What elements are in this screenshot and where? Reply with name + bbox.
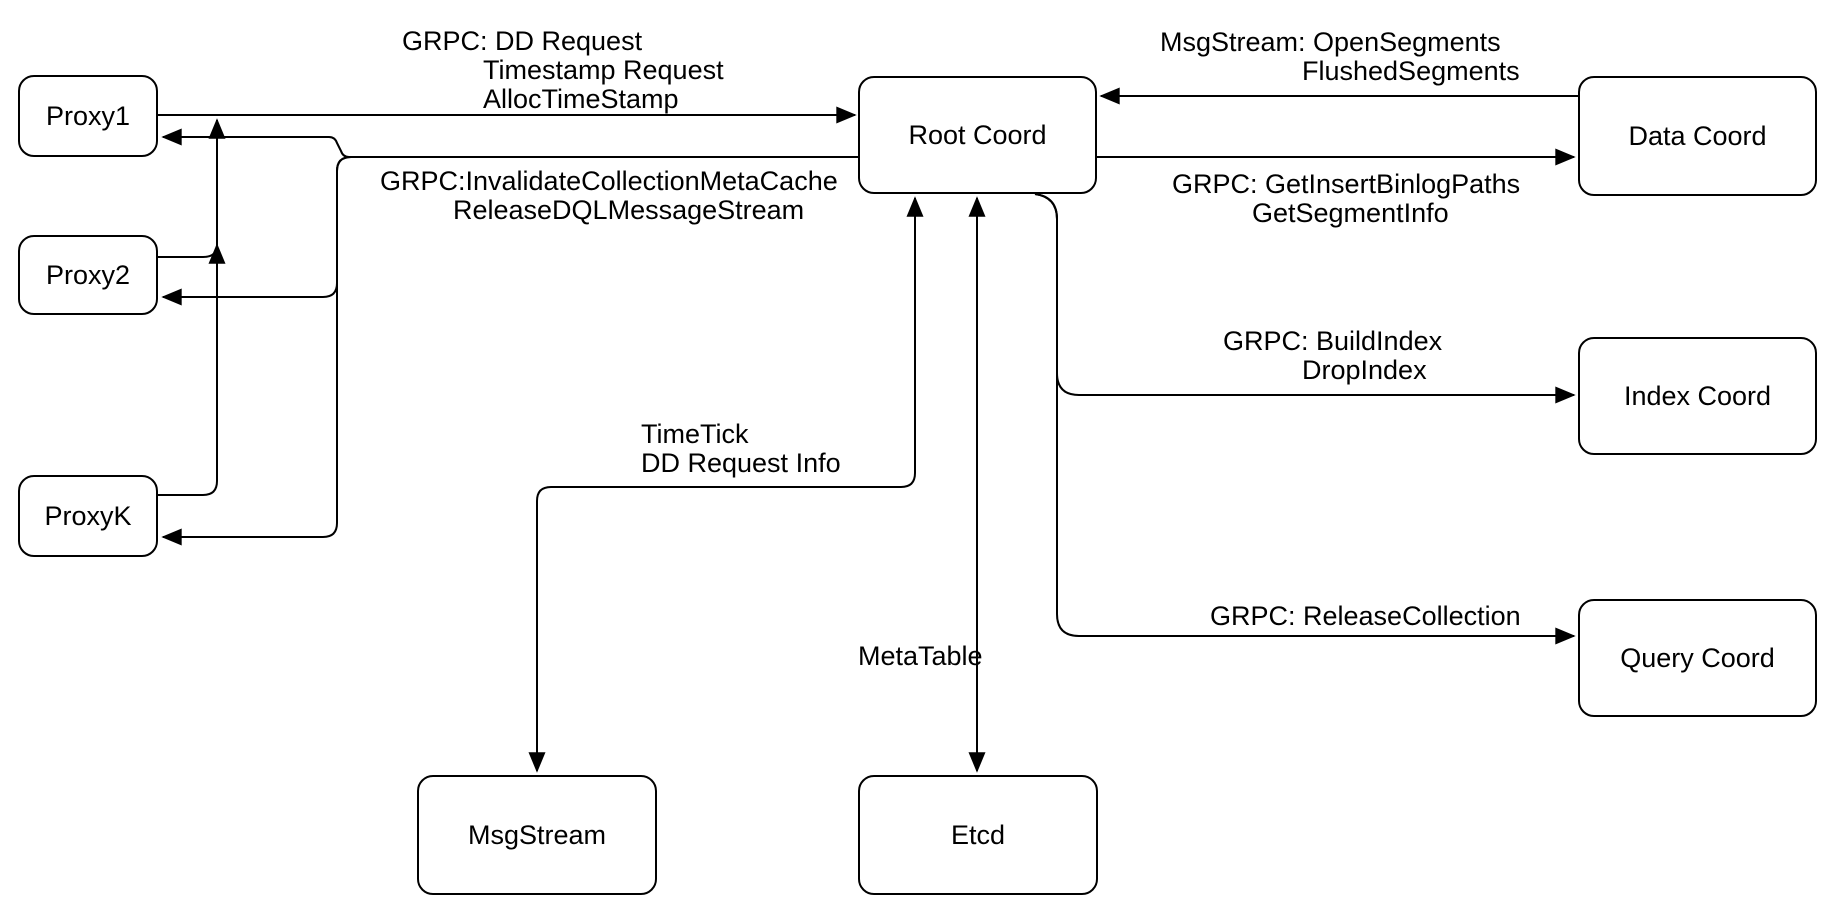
- node-msg-stream: MsgStream: [417, 775, 657, 895]
- node-proxy1: Proxy1: [18, 75, 158, 157]
- node-index-coord: Index Coord: [1578, 337, 1817, 455]
- edge-label-line: FlushedSegments: [1302, 56, 1520, 86]
- edge-label-line: GRPC: BuildIndex: [1223, 326, 1443, 356]
- node-label: Data Coord: [1628, 120, 1767, 151]
- edges-group: [158, 87, 1578, 773]
- edge-label-line: GRPC: DD Request: [402, 26, 643, 56]
- node-label: Proxy2: [45, 259, 131, 290]
- label-metatable: MetaTable: [858, 642, 983, 671]
- node-data-coord: Data Coord: [1578, 76, 1817, 196]
- edge-root-msgstream-timetick: [528, 196, 924, 773]
- node-label: Etcd: [950, 819, 1006, 850]
- edge-label-line: DropIndex: [1302, 355, 1427, 385]
- node-root-coord: Root Coord: [858, 76, 1097, 194]
- node-label: MsgStream: [467, 819, 607, 850]
- edge-label-line: TimeTick: [641, 419, 749, 449]
- node-label: Query Coord: [1620, 642, 1775, 673]
- node-etcd: Etcd: [858, 775, 1098, 895]
- edge-label-line: DD Request Info: [641, 448, 841, 478]
- edge-label-line: GRPC: GetInsertBinlogPaths: [1172, 169, 1521, 199]
- node-label: Index Coord: [1623, 380, 1772, 411]
- edge-label-line: Timestamp Request: [483, 55, 724, 85]
- edge-proxyk-to-root-merge: [158, 118, 226, 496]
- edge-label-line: GRPC: ReleaseCollection: [1210, 601, 1521, 631]
- edge-root-to-proxy1: [161, 128, 858, 158]
- edge-root-to-proxyk: [161, 156, 858, 546]
- label-grpc-releasecollection: GRPC: ReleaseCollection: [1210, 602, 1521, 631]
- edge-label-line: AllocTimeStamp: [483, 84, 679, 114]
- node-label: Root Coord: [908, 119, 1047, 150]
- edge-label-line: ReleaseDQLMessageStream: [453, 195, 805, 225]
- node-label: Proxy1: [45, 100, 131, 131]
- node-label: ProxyK: [44, 500, 132, 531]
- edge-label-line: GRPC:InvalidateCollectionMetaCache: [380, 166, 838, 196]
- node-proxy2: Proxy2: [18, 235, 158, 315]
- node-query-coord: Query Coord: [1578, 599, 1817, 717]
- edge-label-line: MetaTable: [858, 641, 983, 671]
- edge-proxy2-to-root-merge: [158, 243, 226, 264]
- edge-root-to-query: [1034, 193, 1576, 645]
- edge-label-line: GetSegmentInfo: [1252, 198, 1449, 228]
- node-proxy-k: ProxyK: [18, 475, 158, 557]
- edge-label-line: MsgStream: OpenSegments: [1160, 27, 1501, 57]
